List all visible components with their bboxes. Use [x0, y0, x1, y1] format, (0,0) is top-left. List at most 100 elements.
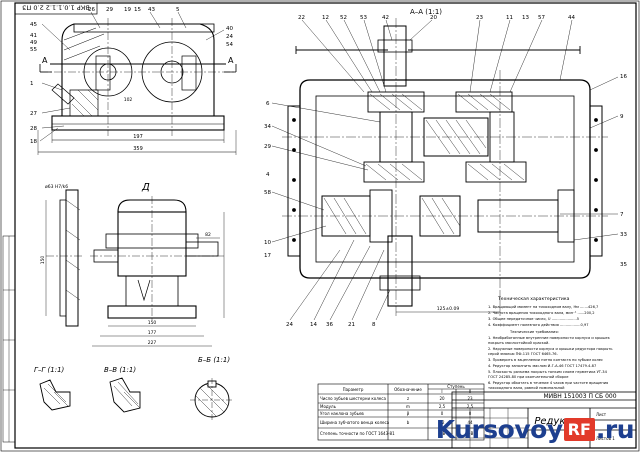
dim-base-2: 177 — [148, 330, 157, 336]
svg-text:33: 33 — [620, 232, 627, 238]
svg-text:Ширина зубчатого венца колеса: Ширина зубчатого венца колеса — [320, 420, 390, 425]
svg-text:35: 35 — [620, 262, 627, 268]
front-view — [37, 18, 237, 155]
svg-text:3. Проверить в зацеплении пятн: 3. Проверить в зацеплении пятно контакта… — [488, 358, 603, 362]
watermark: Kursovoy RF .ru — [435, 410, 635, 448]
dim-height-front: 102 — [124, 97, 133, 103]
title-code: МИВН 151003 П СБ 000 — [543, 393, 616, 400]
svg-text:55: 55 — [30, 47, 37, 53]
svg-text:21: 21 — [348, 322, 355, 328]
fit-note: ø63 H7/k6 — [45, 184, 68, 190]
svg-text:22: 22 — [298, 15, 305, 21]
svg-text:8: 8 — [372, 322, 376, 328]
spec-title: Техническая характеристика — [497, 296, 570, 302]
svg-text:7-В: 7-В — [439, 431, 446, 436]
svg-text:Ступень: Ступень — [447, 384, 465, 389]
dim-mid: 82 — [205, 232, 211, 238]
param-table — [317, 383, 485, 441]
rotated-code-text: ВКР 1.0.1.1.2 2.0 ПЗ — [22, 4, 90, 12]
dim-base-3: 227 — [148, 340, 157, 346]
watermark-part2: .ru — [595, 414, 635, 444]
svg-text:24: 24 — [226, 34, 233, 40]
svg-text:16: 16 — [620, 74, 627, 80]
svg-text:28: 28 — [30, 126, 37, 132]
spec-lines: 1. Вращающий момент на тихоходном валу, … — [488, 305, 612, 390]
svg-text:Обозначение: Обозначение — [394, 387, 422, 392]
watermark-part1: Kursovoy — [435, 414, 563, 444]
svg-text:ГОСТ 24285-80 при окончательно: ГОСТ 24285-80 при окончательной сборке — [488, 375, 569, 379]
svg-text:Угол наклона зубьев: Угол наклона зубьев — [320, 411, 364, 416]
dim-overall: 359 — [133, 146, 143, 152]
svg-text:5. Плоскость разъема покрыть т: 5. Плоскость разъема покрыть тонким слое… — [488, 370, 608, 374]
svg-text:m: m — [406, 404, 410, 409]
svg-text:2. Наружные поверхности корпус: 2. Наружные поверхности корпуса и крышки… — [488, 347, 612, 351]
svg-text:27: 27 — [30, 111, 37, 117]
svg-text:6: 6 — [266, 101, 270, 107]
svg-text:1. Необработанные внутренние п: 1. Необработанные внутренние поверхности… — [488, 336, 611, 340]
svg-text:4: 4 — [266, 172, 270, 178]
svg-text:Модуль: Модуль — [320, 404, 337, 409]
svg-text:40: 40 — [226, 26, 233, 32]
svg-text:19: 19 — [124, 7, 131, 13]
svg-text:Технические требования:: Технические требования: — [509, 330, 559, 334]
svg-text:44: 44 — [467, 420, 473, 425]
svg-text:10: 10 — [264, 240, 271, 246]
svg-text:20: 20 — [439, 396, 445, 401]
svg-text:9: 9 — [620, 114, 624, 120]
svg-text:24: 24 — [286, 322, 293, 328]
dim-left-h: 150 — [40, 256, 46, 265]
svg-text:2. Частота вращения тихоходног: 2. Частота вращения тихоходного вала, ми… — [488, 311, 595, 315]
svg-text:54: 54 — [226, 42, 233, 48]
svg-text:1: 1 — [30, 81, 34, 87]
arrow-a-left: А — [42, 56, 48, 65]
svg-text:5: 5 — [176, 7, 180, 13]
svg-text:b: b — [407, 420, 410, 425]
svg-text:32: 32 — [439, 420, 445, 425]
section-vv-label: В–В (1:1) — [104, 366, 136, 374]
watermark-badge: RF — [563, 417, 595, 441]
dim-shaft-distance: 125±0.09 — [437, 306, 460, 312]
svg-text:44: 44 — [568, 15, 575, 21]
svg-text:2,5: 2,5 — [467, 404, 474, 409]
svg-text:тихоходного вала, равной номин: тихоходного вала, равной номинальной — [488, 386, 565, 390]
view-d — [45, 189, 225, 347]
svg-text:0: 0 — [441, 411, 444, 416]
svg-text:7: 7 — [620, 212, 624, 218]
svg-text:2,5: 2,5 — [439, 404, 446, 409]
svg-text:26: 26 — [88, 7, 95, 13]
svg-text:1. Вращающий момент на тихоход: 1. Вращающий момент на тихоходном валу, … — [488, 305, 598, 309]
svg-text:57: 57 — [538, 15, 545, 21]
svg-text:20: 20 — [430, 15, 437, 21]
sheet-frame — [14, 2, 637, 449]
svg-text:4. Редуктор заполнить маслом И: 4. Редуктор заполнить маслом И-Г-А-46 ГО… — [488, 364, 596, 368]
svg-text:Число зубьев шестерни колеса: Число зубьев шестерни колеса — [320, 396, 386, 401]
svg-text:12: 12 — [322, 15, 329, 21]
param-table-text: Параметр Обозначение Ступень I II Число … — [320, 384, 474, 436]
svg-text:3. Общее передаточное число, U: 3. Общее передаточное число, U .........… — [488, 317, 579, 321]
view-d-label: Д — [141, 182, 150, 193]
svg-text:52: 52 — [340, 15, 347, 21]
callouts-front: 26 29 19 15 43 5 40 24 54 45 41 49 55 1 … — [30, 7, 233, 145]
svg-text:Параметр: Параметр — [343, 387, 364, 392]
svg-text:13: 13 — [522, 15, 529, 21]
svg-text:42: 42 — [382, 15, 389, 21]
svg-text:45: 45 — [30, 22, 37, 28]
svg-text:15: 15 — [134, 7, 141, 13]
svg-text:Степень точности по ГОСТ 1643-: Степень точности по ГОСТ 1643-81 — [320, 431, 395, 436]
svg-text:49: 49 — [30, 40, 37, 46]
svg-text:0: 0 — [469, 411, 472, 416]
svg-text:36: 36 — [326, 322, 333, 328]
svg-text:14: 14 — [310, 322, 317, 328]
sheet-total: Листов 1 — [596, 436, 615, 441]
svg-text:29: 29 — [106, 7, 113, 13]
svg-text:17: 17 — [264, 253, 271, 259]
svg-text:23: 23 — [476, 15, 483, 21]
svg-text:II: II — [469, 389, 471, 394]
title-name: Редуктор — [534, 416, 583, 427]
svg-text:43: 43 — [148, 7, 155, 13]
svg-text:z: z — [407, 396, 409, 401]
svg-text:покрыть маслостойкой краской.: покрыть маслостойкой краской. — [488, 341, 550, 345]
section-aa-label: А–А (1:1) — [410, 8, 442, 16]
